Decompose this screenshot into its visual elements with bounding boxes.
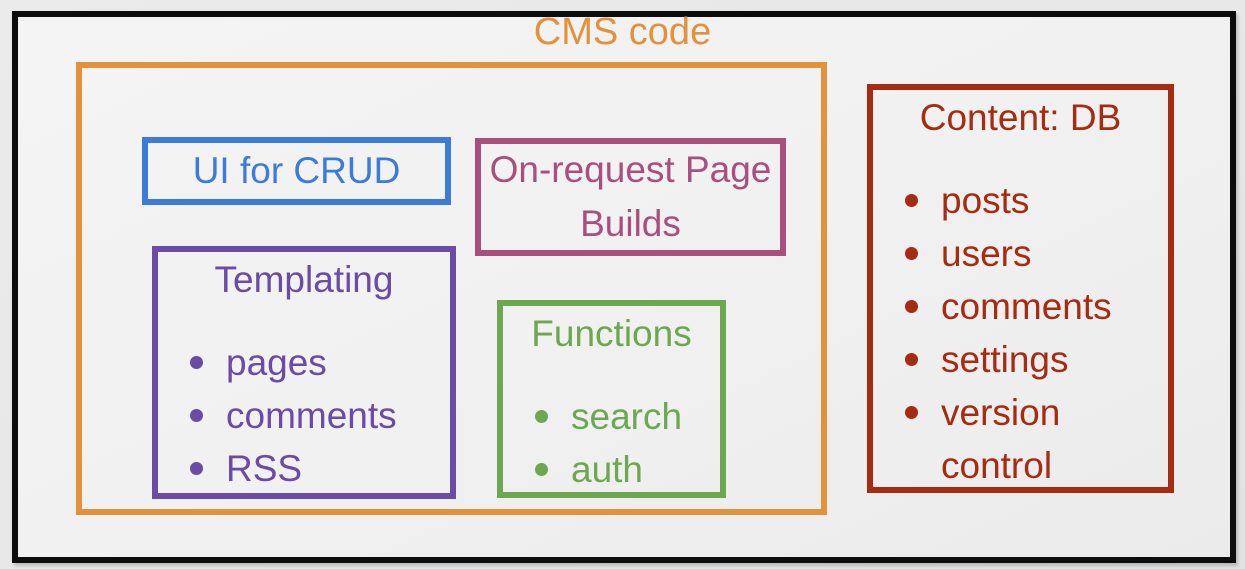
list-item: search	[503, 390, 720, 443]
content-db-box: Content: DB posts users comments setting…	[867, 84, 1174, 493]
ui-for-crud-box: UI for CRUD	[142, 137, 451, 205]
list-item: comments	[873, 280, 1168, 333]
list-item: posts	[873, 174, 1168, 227]
functions-title: Functions	[531, 313, 692, 354]
templating-title: Templating	[214, 259, 394, 300]
outer-frame	[12, 11, 1236, 563]
templating-box: Templating pages comments RSS	[152, 246, 456, 499]
list-item: version control	[873, 386, 1168, 492]
list-item: pages	[158, 336, 450, 389]
on-request-page-builds-label: On-request Page Builds	[489, 149, 772, 244]
list-item: users	[873, 227, 1168, 280]
functions-list: search auth	[503, 390, 720, 496]
content-db-title: Content: DB	[919, 97, 1122, 138]
list-item: RSS	[158, 442, 450, 495]
ui-for-crud-label: UI for CRUD	[192, 150, 401, 191]
functions-box: Functions search auth	[497, 300, 726, 498]
cms-code-box	[76, 62, 827, 515]
content-db-list: posts users comments settings version co…	[873, 174, 1168, 492]
on-request-page-builds-box: On-request Page Builds	[475, 138, 786, 256]
list-item: auth	[503, 443, 720, 496]
list-item: comments	[158, 389, 450, 442]
templating-list: pages comments RSS	[158, 336, 450, 495]
list-item: settings	[873, 333, 1168, 386]
cms-code-title: CMS code	[533, 11, 712, 53]
